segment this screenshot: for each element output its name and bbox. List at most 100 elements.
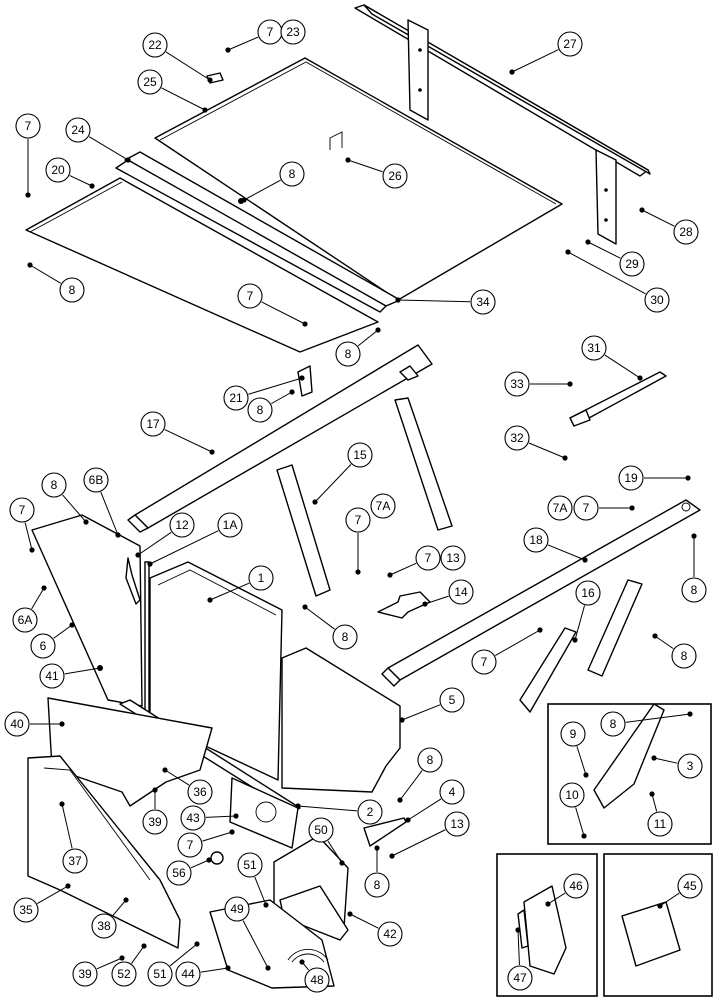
leader-c47 — [517, 929, 520, 966]
leader-c20 — [69, 175, 93, 187]
leader-c46 — [547, 892, 566, 905]
callout-c27: 27 — [557, 31, 583, 57]
inset-frames — [496, 703, 713, 997]
callout-c32: 32 — [504, 425, 530, 451]
leader-tip-c6A — [41, 585, 47, 591]
callout-c35: 35 — [13, 897, 39, 923]
part-24-strip — [115, 151, 401, 313]
callout-circle — [439, 687, 465, 713]
callout-c28: 28 — [673, 219, 699, 245]
callout-circle — [581, 335, 607, 361]
callout-circle — [647, 811, 673, 837]
callout-c43: 43 — [180, 805, 206, 831]
part-18-rail — [381, 499, 701, 687]
leader-tip-c6B — [115, 532, 121, 538]
callout-circle — [547, 495, 573, 521]
callout-label: 6 — [40, 639, 47, 653]
callout-c11: 11 — [647, 811, 673, 837]
callout-circle — [248, 565, 274, 591]
callout-label: 6A — [18, 613, 33, 627]
callout-circle — [347, 442, 373, 468]
part-20-left-panel — [25, 177, 379, 353]
part-46-panel — [523, 885, 567, 975]
callout-circle — [65, 117, 91, 143]
leader-c50 — [327, 840, 343, 864]
callout-circle — [247, 397, 273, 423]
callout-c34: 34 — [470, 289, 496, 315]
callout-c50: 50 — [308, 817, 334, 843]
callout-circle — [180, 805, 206, 831]
callout-c46: 46 — [563, 873, 589, 899]
part-26-clip — [329, 131, 343, 150]
callout-c13b: 13 — [444, 811, 470, 837]
callout-label: 46 — [569, 879, 583, 893]
leader-c7g — [389, 562, 417, 576]
part-43-plate — [229, 777, 299, 849]
callout-label: 39 — [148, 815, 162, 829]
callout-label: 47 — [513, 971, 527, 985]
callout-c22: 22 — [142, 32, 168, 58]
callout-circle — [223, 385, 249, 411]
callout-label: 21 — [229, 391, 243, 405]
callout-label: 44 — [181, 967, 195, 981]
part-17-rail — [127, 344, 433, 533]
leader-tip-c33 — [567, 381, 573, 387]
callout-label: 14 — [454, 585, 468, 599]
leader-tip-c50 — [339, 860, 345, 866]
leader-tip-c26 — [345, 157, 351, 163]
leader-c24 — [88, 136, 129, 161]
leader-c52 — [131, 945, 145, 964]
leader-tip-c18 — [582, 557, 588, 563]
leader-c17 — [164, 429, 213, 453]
leader-c27 — [511, 49, 559, 73]
callout-label: 45 — [683, 879, 697, 893]
leader-tip-c38 — [123, 897, 129, 903]
leader-tip-c27 — [509, 69, 515, 75]
leader-c7a — [227, 36, 259, 51]
callout-label: 37 — [68, 854, 82, 868]
callout-c7A2: 7A — [547, 495, 573, 521]
callout-circle — [62, 848, 88, 874]
callout-label: 7 — [267, 25, 274, 39]
leader-lines — [24, 36, 697, 973]
part-35-panel — [27, 755, 181, 949]
callout-circle — [166, 860, 192, 886]
leader-c13b — [391, 829, 446, 857]
callout-label: 26 — [388, 169, 402, 183]
callout-label: 22 — [148, 38, 162, 52]
leader-c26 — [347, 159, 383, 173]
callout-c41: 41 — [39, 663, 65, 689]
leader-tip-c51a — [263, 902, 269, 908]
callout-circle — [9, 497, 35, 523]
leader-tip-c20 — [89, 183, 95, 189]
callout-c37: 37 — [62, 848, 88, 874]
callout-label: 32 — [510, 431, 524, 445]
leader-tip-c5 — [399, 717, 405, 723]
callout-label: 8 — [345, 347, 352, 361]
callout-circle — [560, 721, 586, 747]
leader-tip-c7g — [387, 572, 393, 578]
leader-c51b — [169, 943, 198, 967]
callout-c8d: 8 — [247, 397, 273, 423]
callout-circle — [4, 711, 30, 737]
leader-tip-c8i — [687, 711, 693, 717]
callout-label: 42 — [383, 927, 397, 941]
leader-c49 — [242, 920, 269, 969]
leader-c8g — [304, 606, 335, 630]
callout-c24: 24 — [65, 117, 91, 143]
callout-label: 7 — [187, 838, 194, 852]
callout-c51a: 51 — [237, 852, 263, 878]
callout-c6A: 6A — [12, 607, 38, 633]
callout-circle — [618, 465, 644, 491]
part-3-bracket — [593, 703, 665, 809]
inset-frame-detail-45 — [603, 853, 713, 997]
callout-circle — [575, 580, 601, 606]
leader-c5 — [401, 704, 441, 721]
leader-tip-c40 — [59, 721, 65, 727]
leader-tip-c35 — [65, 883, 71, 889]
callout-circle — [224, 896, 250, 922]
callout-c20: 20 — [45, 157, 71, 183]
callout-c52: 52 — [111, 961, 137, 987]
leader-c15 — [314, 464, 352, 503]
leader-tip-c52 — [141, 943, 147, 949]
